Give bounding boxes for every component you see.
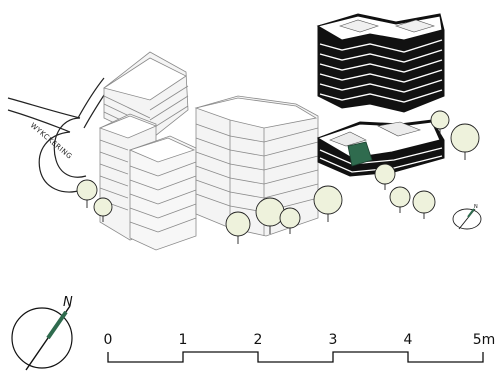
tree-7 <box>374 163 396 190</box>
roundabout-road <box>7 77 111 193</box>
scale-label-1: 1 <box>179 332 188 348</box>
scale-bar <box>107 351 484 363</box>
small-compass-icon: N <box>452 204 482 230</box>
tree-3 <box>225 211 251 244</box>
tree-11 <box>450 123 480 160</box>
building-west-front <box>128 135 197 251</box>
scale-label-4: 4 <box>404 332 413 348</box>
tree-9 <box>412 190 436 219</box>
trees <box>76 110 480 244</box>
scale-label-5: 5m <box>473 332 496 348</box>
building-dark-tower <box>316 13 445 113</box>
tree-5 <box>279 207 301 234</box>
scale-label-2: 2 <box>254 332 263 348</box>
compass-north-arrow-icon: N <box>11 295 73 371</box>
building-central <box>194 95 319 237</box>
tree-6 <box>313 185 343 222</box>
street-label: WYKCKERING <box>29 121 74 160</box>
small-north-label: N <box>474 204 478 210</box>
tree-8 <box>389 186 411 213</box>
north-label: N <box>63 295 73 310</box>
tree-2 <box>93 197 113 222</box>
scale-label-3: 3 <box>329 332 338 348</box>
scale-label-0: 0 <box>104 332 113 348</box>
tree-1 <box>76 179 98 208</box>
tree-10 <box>430 110 450 135</box>
scale-labels: 0 1 2 3 4 5m <box>104 332 496 348</box>
highlighted-unit <box>347 141 373 167</box>
